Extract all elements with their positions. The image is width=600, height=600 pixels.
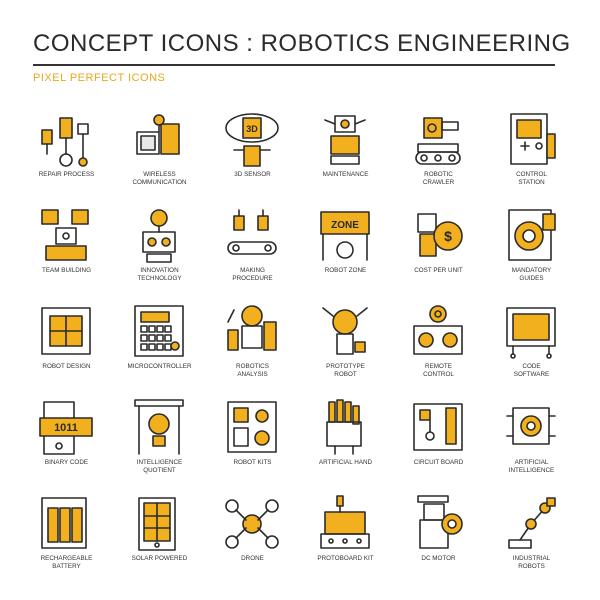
icon-glyph: 1011 xyxy=(54,422,78,434)
icon-cell: INNOVATION TECHNOLOGY xyxy=(113,204,206,300)
icon-label: REMOTE CONTROL xyxy=(423,363,454,378)
rechargeable-battery-icon xyxy=(38,494,94,554)
icon-glyph: 3D xyxy=(246,124,258,134)
icon-cell: DC MOTOR xyxy=(392,492,485,588)
icon-label: ARTIFICIAL INTELLIGENCE xyxy=(508,459,555,474)
mandatory-guides-icon xyxy=(503,206,559,266)
icon-cell: $ COST PER UNIT xyxy=(392,204,485,300)
icon-label: WIRELESS COMMUNICATION xyxy=(132,171,187,186)
making-procedure-icon xyxy=(224,206,280,266)
icon-label: ROBOT ZONE xyxy=(324,267,367,274)
icon-cell: CIRCUIT BOARD xyxy=(392,396,485,492)
cost-per-unit-icon: $ xyxy=(410,206,466,266)
circuit-board-icon xyxy=(410,398,466,458)
icon-cell: ZONE ROBOT ZONE xyxy=(299,204,392,300)
icon-label: TEAM BUILDING xyxy=(42,267,91,274)
remote-control-icon xyxy=(410,302,466,362)
icon-cell: MICROCONTROLLER xyxy=(113,300,206,396)
team-building-icon xyxy=(38,206,94,266)
icon-glyph: $ xyxy=(444,228,452,244)
icon-cell: RECHARGEABLE BATTERY xyxy=(20,492,113,588)
icon-label: INNOVATION TECHNOLOGY xyxy=(137,267,182,282)
artificial-intelligence-icon xyxy=(503,398,559,458)
icon-label: PROTOTYPE ROBOT xyxy=(326,363,365,378)
drone-icon xyxy=(224,494,280,554)
icon-label: PROTOBOARD KIT xyxy=(317,555,374,562)
robotic-crawler-icon xyxy=(410,110,466,170)
artificial-hand-icon xyxy=(317,398,373,458)
icon-label: REPAIR PROCESS xyxy=(38,171,95,178)
title-divider xyxy=(33,64,555,66)
binary-code-icon: 1011 xyxy=(38,398,94,458)
innovation-technology-icon xyxy=(131,206,187,266)
icon-label: ROBOTICS ANALYSIS xyxy=(236,363,269,378)
icon-label: CIRCUIT BOARD xyxy=(413,459,464,466)
dc-motor-icon xyxy=(410,494,466,554)
icon-cell: ARTIFICIAL INTELLIGENCE xyxy=(485,396,578,492)
icon-label: MAKING PROCEDURE xyxy=(232,267,273,282)
robot-kits-icon xyxy=(224,398,280,458)
repair-process-icon xyxy=(38,110,94,170)
icon-cell: PROTOTYPE ROBOT xyxy=(299,300,392,396)
icon-cell: DRONE xyxy=(206,492,299,588)
icon-label: ROBOTIC CRAWLER xyxy=(422,171,455,186)
icon-cell: ROBOTICS ANALYSIS xyxy=(206,300,299,396)
icon-label: COST PER UNIT xyxy=(414,267,463,274)
solar-powered-icon xyxy=(131,494,187,554)
icon-cell: INDUSTRIAL ROBOTS xyxy=(485,492,578,588)
icon-cell: CODE SOFTWARE xyxy=(485,300,578,396)
icon-glyph: ZONE xyxy=(331,220,359,231)
icon-label: RECHARGEABLE BATTERY xyxy=(40,555,93,570)
icon-label: DRONE xyxy=(241,555,264,562)
icon-label: CODE SOFTWARE xyxy=(513,363,550,378)
icon-cell: ROBOT DESIGN xyxy=(20,300,113,396)
protoboard-kit-icon xyxy=(317,494,373,554)
code-software-icon xyxy=(503,302,559,362)
icon-label: BINARY CODE xyxy=(44,459,89,466)
robot-zone-icon: ZONE xyxy=(317,206,373,266)
icon-label: INDUSTRIAL ROBOTS xyxy=(512,555,551,570)
wireless-communication-icon xyxy=(131,110,187,170)
prototype-robot-icon xyxy=(317,302,373,362)
icon-cell: INTELLIGENCE QUOTIENT xyxy=(113,396,206,492)
icon-label: ROBOT KITS xyxy=(233,459,272,466)
icon-cell: CONTROL STATION xyxy=(485,108,578,204)
icon-cell: SOLAR POWERED xyxy=(113,492,206,588)
icon-cell: REPAIR PROCESS xyxy=(20,108,113,204)
icon-cell: MAINTENANCE xyxy=(299,108,392,204)
3d-sensor-icon: 3D xyxy=(224,110,280,170)
icon-label: INTELLIGENCE QUOTIENT xyxy=(136,459,183,474)
maintenance-icon xyxy=(317,110,373,170)
icon-label: MAINTENANCE xyxy=(322,171,369,178)
icon-cell: MAKING PROCEDURE xyxy=(206,204,299,300)
icon-cell: REMOTE CONTROL xyxy=(392,300,485,396)
icon-cell: TEAM BUILDING xyxy=(20,204,113,300)
icon-label: CONTROL STATION xyxy=(516,171,547,186)
robot-design-icon xyxy=(38,302,94,362)
icon-label: 3D SENSOR xyxy=(234,171,271,178)
icon-label: ROBOT DESIGN xyxy=(42,363,91,370)
icon-cell: MANDATORY GUIDES xyxy=(485,204,578,300)
icon-cell: 3D 3D SENSOR xyxy=(206,108,299,204)
industrial-robots-icon xyxy=(503,494,559,554)
page-subtitle: PIXEL PERFECT ICONS xyxy=(33,72,166,84)
icon-cell: PROTOBOARD KIT xyxy=(299,492,392,588)
icon-cell: WIRELESS COMMUNICATION xyxy=(113,108,206,204)
microcontroller-icon xyxy=(131,302,187,362)
icon-label: DC MOTOR xyxy=(421,555,456,562)
robotics-analysis-icon xyxy=(224,302,280,362)
icon-label: ARTIFICIAL HAND xyxy=(318,459,373,466)
icon-label: SOLAR POWERED xyxy=(131,555,188,562)
icon-label: MICROCONTROLLER xyxy=(127,363,192,370)
icon-cell: ROBOT KITS xyxy=(206,396,299,492)
icon-label: MANDATORY GUIDES xyxy=(511,267,552,282)
icon-cell: ROBOTIC CRAWLER xyxy=(392,108,485,204)
control-station-icon xyxy=(503,110,559,170)
icon-cell: ARTIFICIAL HAND xyxy=(299,396,392,492)
intelligence-quotient-icon xyxy=(131,398,187,458)
page-title: CONCEPT ICONS : ROBOTICS ENGINEERING xyxy=(33,30,571,57)
